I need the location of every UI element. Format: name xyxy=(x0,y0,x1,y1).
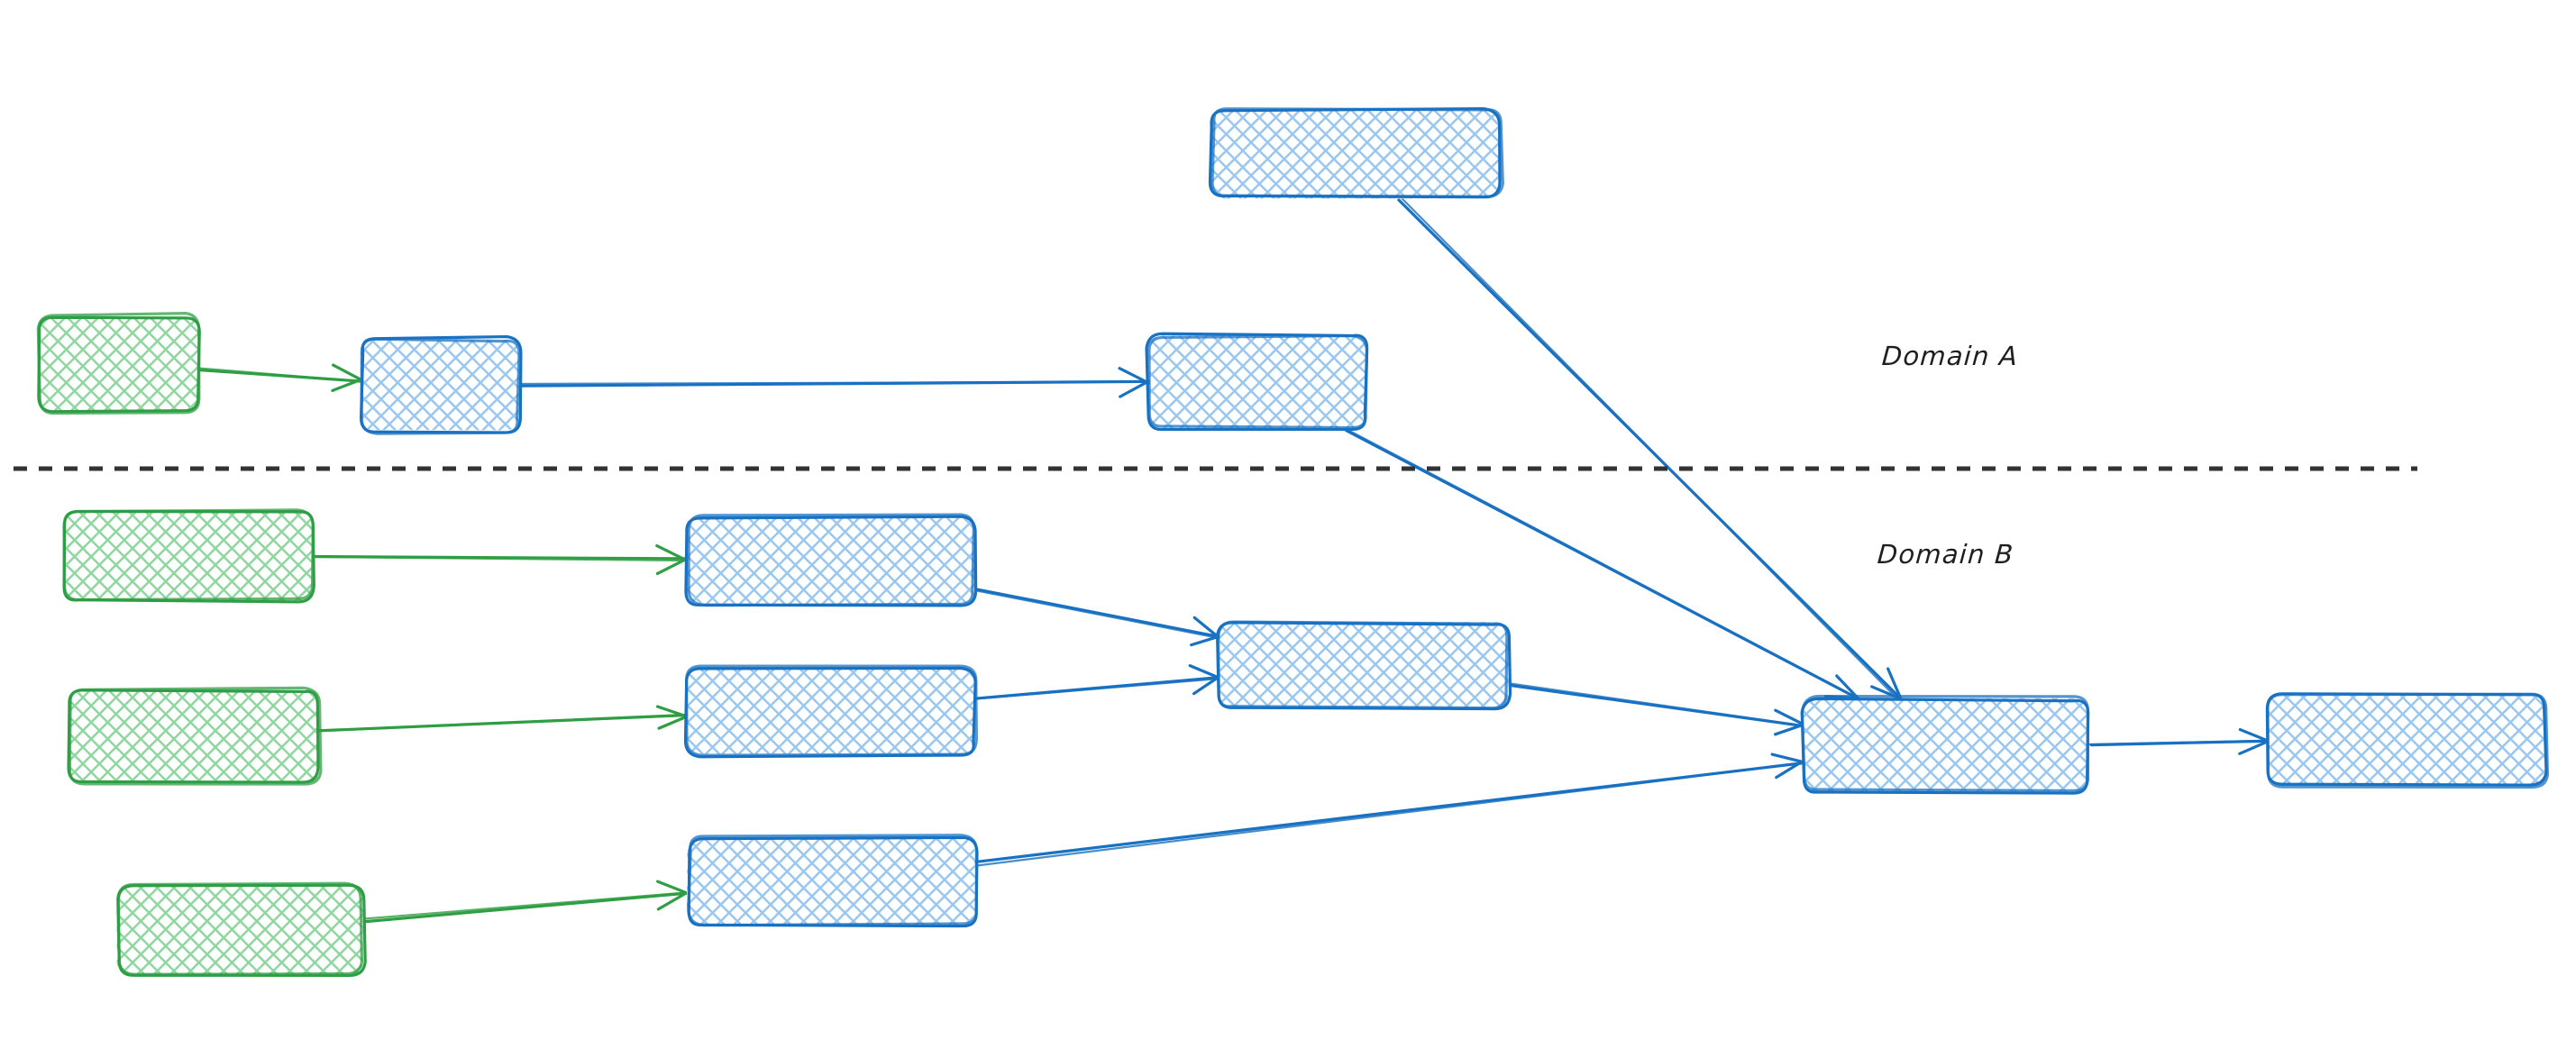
edge-shaft xyxy=(972,587,1221,639)
node-fill xyxy=(62,509,313,601)
arrowhead-stroke xyxy=(2238,727,2270,743)
arrowhead-stroke xyxy=(655,556,690,576)
node-b-hub[interactable] xyxy=(1800,695,2090,795)
node-fill xyxy=(360,340,520,431)
arrowhead-stroke xyxy=(2238,739,2270,755)
node-a-proc-2[interactable] xyxy=(1145,332,1369,432)
node-fill xyxy=(1803,698,2089,792)
arrowhead-stroke xyxy=(332,363,363,382)
node-fill xyxy=(38,317,200,412)
edge-shaft xyxy=(2087,739,2268,746)
arrowhead-stroke xyxy=(1119,379,1150,398)
node-fill xyxy=(2266,695,2547,786)
arrowhead-stroke xyxy=(1775,760,1804,780)
node-outline xyxy=(2266,692,2550,789)
edge-shaft xyxy=(363,891,690,920)
node-a-top-1[interactable] xyxy=(1208,106,1504,199)
arrowhead-stroke xyxy=(1774,708,1805,726)
node-outline xyxy=(1147,333,1369,430)
node-fill xyxy=(686,516,976,604)
nodes-layer xyxy=(36,106,2550,977)
node-outline xyxy=(1210,107,1504,198)
edge-shaft xyxy=(316,714,690,733)
domain-b-label: Domain B xyxy=(1876,539,2015,570)
node-b-sink[interactable] xyxy=(2265,692,2550,789)
node-outline xyxy=(687,834,978,927)
node-outline xyxy=(36,312,201,415)
edge-shaft xyxy=(1345,427,1859,699)
node-fill xyxy=(1210,109,1499,199)
node-outline xyxy=(1145,332,1369,432)
node-outline xyxy=(1800,695,2090,792)
node-a-proc-1[interactable] xyxy=(360,334,523,435)
arrowhead-stroke xyxy=(1886,667,1903,699)
edge-shaft xyxy=(362,891,689,924)
edge-e11 xyxy=(973,753,1805,867)
node-b-proc-3[interactable] xyxy=(687,834,979,928)
edge-e8 xyxy=(972,587,1221,647)
arrowhead-stroke xyxy=(656,891,688,911)
edge-e10 xyxy=(1506,681,1805,736)
edge-e2 xyxy=(516,367,1152,398)
arrowhead-stroke xyxy=(656,880,689,895)
arrowhead-stroke xyxy=(1188,664,1221,680)
edge-e5 xyxy=(309,544,690,576)
arrowhead-stroke xyxy=(331,378,362,392)
edge-e7 xyxy=(362,880,690,924)
edge-shaft xyxy=(1506,681,1804,727)
node-fill xyxy=(116,885,363,975)
arrowhead-stroke xyxy=(1770,753,1805,764)
node-outline xyxy=(685,664,978,757)
edges-layer xyxy=(198,196,2270,924)
arrowhead-stroke xyxy=(657,715,689,730)
node-b-merge[interactable] xyxy=(1216,620,1512,711)
edge-e6 xyxy=(315,705,690,733)
domain-a-label: Domain A xyxy=(1880,341,2020,371)
node-fill xyxy=(70,691,319,784)
node-fill xyxy=(1219,622,1509,709)
edge-e9 xyxy=(973,664,1221,700)
edge-e12 xyxy=(2087,727,2270,755)
arrowhead-stroke xyxy=(655,544,689,562)
node-b-proc-2[interactable] xyxy=(683,664,978,759)
arrowhead-stroke xyxy=(1192,616,1221,640)
node-outline xyxy=(1217,620,1509,710)
edge-shaft xyxy=(975,762,1805,867)
node-a-src-1[interactable] xyxy=(36,312,201,415)
node-fill xyxy=(687,666,975,754)
node-fill xyxy=(1149,335,1366,429)
node-b-proc-1[interactable] xyxy=(684,513,978,607)
edge-shaft xyxy=(198,367,362,383)
node-fill xyxy=(687,837,976,926)
arrowhead-stroke xyxy=(1774,723,1804,736)
edge-shaft xyxy=(516,380,1150,386)
node-outline xyxy=(687,513,975,607)
arrowhead-stroke xyxy=(655,705,688,718)
edge-shaft xyxy=(974,589,1220,640)
node-outline xyxy=(62,508,315,602)
edge-e1 xyxy=(198,363,363,392)
edge-shaft xyxy=(312,555,687,562)
node-outline xyxy=(116,881,364,976)
node-outline xyxy=(68,686,323,786)
edge-shaft xyxy=(1399,196,1900,701)
node-outline xyxy=(360,337,521,435)
arrowhead-stroke xyxy=(1192,674,1221,696)
node-b-src-3[interactable] xyxy=(116,881,367,977)
node-b-src-2[interactable] xyxy=(67,686,323,786)
arrowhead-stroke xyxy=(1118,367,1151,385)
arrowhead-stroke xyxy=(1190,634,1221,647)
node-b-src-1[interactable] xyxy=(62,508,315,604)
arrowhead-stroke xyxy=(1835,674,1859,700)
edge-shaft xyxy=(975,677,1220,700)
